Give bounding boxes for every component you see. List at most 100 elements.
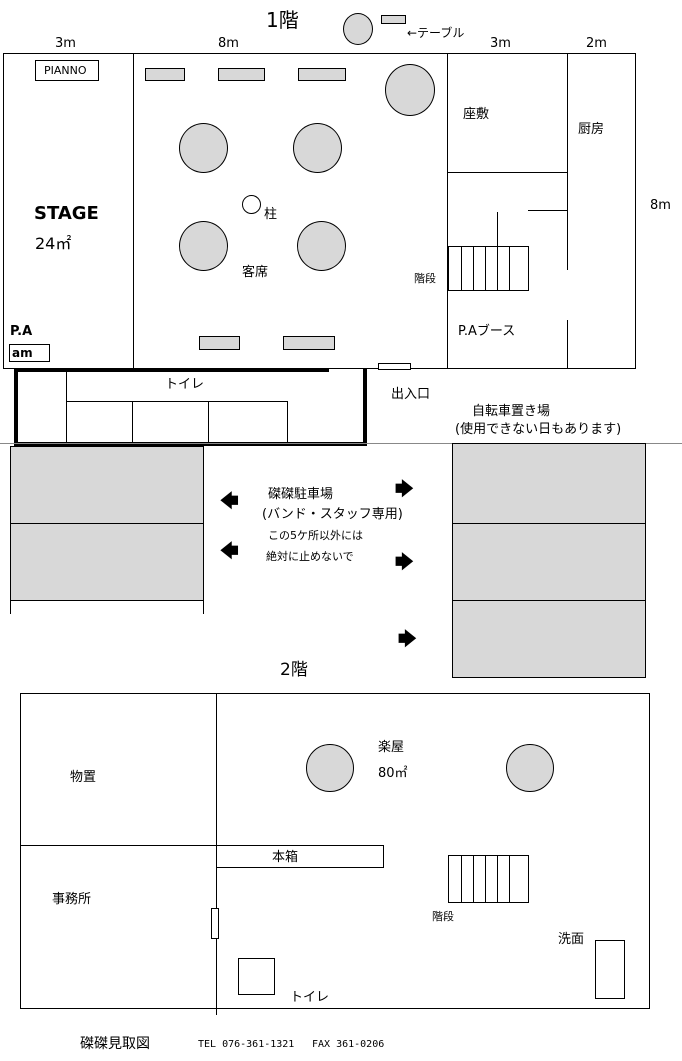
round-table <box>293 123 342 173</box>
stage-area: 24㎡ <box>35 234 72 253</box>
round-table <box>179 123 228 173</box>
round-table <box>297 221 346 271</box>
parking-note-2: 絶対に止めないで <box>266 550 354 563</box>
stairs <box>448 246 529 291</box>
parking-space <box>452 523 646 601</box>
wall <box>447 53 448 369</box>
floor1-title: 1階 <box>266 8 299 32</box>
table <box>218 68 265 81</box>
office-door <box>211 908 219 939</box>
dim-kitchen: 2m <box>586 36 607 51</box>
kitchen-label: 厨房 <box>578 122 605 137</box>
stair-step <box>509 855 510 903</box>
toilet <box>238 958 275 995</box>
wall <box>14 368 329 372</box>
wall <box>208 401 209 443</box>
parking-title: 磔磔駐車場 <box>268 487 334 502</box>
table <box>145 68 185 81</box>
stair-step <box>461 855 462 903</box>
legend-round-table <box>343 13 373 45</box>
office-label: 事務所 <box>52 892 92 907</box>
stair-step <box>497 246 498 291</box>
dim-stage: 3m <box>55 36 76 51</box>
round-table <box>506 744 554 792</box>
stair-step <box>509 246 510 291</box>
amp-label: am <box>12 346 33 360</box>
wall <box>363 368 367 446</box>
seats-label: 客席 <box>242 265 269 280</box>
table <box>283 336 335 350</box>
bike-space <box>452 600 646 678</box>
pillar-label: 柱 <box>264 207 278 222</box>
green-room-label: 楽屋 <box>378 740 405 755</box>
legend-table <box>381 15 406 24</box>
bookshelf-label: 本箱 <box>272 850 299 865</box>
wall <box>447 172 567 173</box>
toilet-label: トイレ <box>290 990 330 1005</box>
storage-label: 物置 <box>70 770 97 785</box>
dim-depth: 8m <box>650 198 671 213</box>
wall <box>133 53 134 369</box>
footer-title: 磔磔見取図 <box>80 1036 150 1052</box>
wall <box>497 212 498 248</box>
footer-fax: FAX 361-0206 <box>312 1039 385 1050</box>
washroom-label: 洗面 <box>558 932 585 947</box>
arrow-left-icon: 🡄 <box>220 541 239 562</box>
amp <box>9 344 50 362</box>
zashiki-label: 座敷 <box>463 107 490 122</box>
pa-label: P.A <box>10 324 33 339</box>
stair-step <box>497 855 498 903</box>
wall <box>66 401 287 402</box>
stair-step <box>485 246 486 291</box>
arrow-right-icon: 🡆 <box>398 629 417 650</box>
entrance-door <box>378 363 411 370</box>
stage-label: STAGE <box>34 203 99 224</box>
parking-space <box>10 523 204 601</box>
pillar <box>242 195 261 214</box>
bike-parking-note: (使用できない日もあります) <box>455 422 622 437</box>
wall <box>203 600 204 614</box>
entrance-label: 出入口 <box>391 387 431 402</box>
wall <box>20 845 216 846</box>
table <box>298 68 346 81</box>
wall <box>10 600 11 614</box>
round-table <box>306 744 354 792</box>
floor2-title: 2階 <box>280 660 308 680</box>
wall <box>132 401 133 443</box>
stair-step <box>473 855 474 903</box>
stairs-label: 階段 <box>432 910 454 923</box>
parking-space <box>10 446 204 524</box>
dim-hall: 8m <box>218 36 239 51</box>
stairs <box>448 855 529 903</box>
parking-subtitle: (バンド・スタッフ専用) <box>262 507 403 522</box>
stair-step <box>473 246 474 291</box>
dim-zashiki: 3m <box>490 36 511 51</box>
arrow-left-icon: 🡄 <box>220 491 239 512</box>
parking-space <box>452 443 646 524</box>
toilet-label: トイレ <box>165 377 205 392</box>
bike-parking-label: 自転車置き場 <box>472 404 551 419</box>
footer-tel: TEL 076-361-1321 <box>198 1039 295 1050</box>
pa-booth-label: P.Aブース <box>458 324 516 339</box>
round-table <box>385 64 435 116</box>
table <box>199 336 240 350</box>
floor2-outline <box>20 693 650 1009</box>
table-legend-label: ←テーブル <box>407 26 465 40</box>
wall <box>14 442 367 446</box>
round-table <box>179 221 228 271</box>
arrow-right-icon: 🡆 <box>395 552 414 573</box>
wall <box>567 53 568 270</box>
wall <box>66 370 67 443</box>
wall <box>567 320 568 369</box>
washbasin <box>595 940 625 999</box>
green-room-area: 80㎡ <box>378 766 408 781</box>
piano <box>35 60 99 81</box>
wall <box>528 210 567 211</box>
street-line <box>0 443 682 444</box>
stair-step <box>485 855 486 903</box>
parking-note-1: この5ケ所以外には <box>268 529 363 542</box>
bookshelf <box>216 845 384 868</box>
stairs-label: 階段 <box>414 272 436 285</box>
wall <box>287 401 288 443</box>
